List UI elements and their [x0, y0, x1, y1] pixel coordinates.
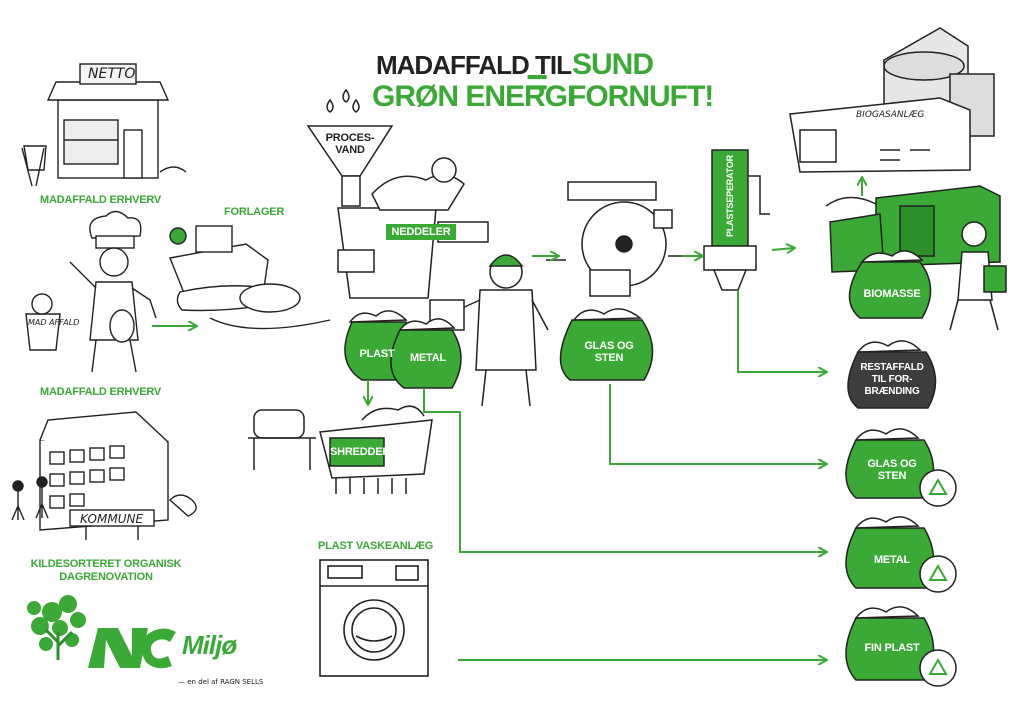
bin-text: MAD AFFALD	[28, 318, 80, 327]
washing-machine-illustration	[319, 559, 429, 677]
label-plast: PLAST	[359, 348, 395, 360]
label-madaffald-erhverv-shop: MADAFFALD ERHVERV	[40, 194, 162, 206]
netto-shop-illustration	[21, 63, 187, 187]
loader-illustration	[169, 225, 331, 330]
label-procesvand-1: PROCES-	[325, 132, 375, 144]
flow-arrows	[152, 178, 862, 660]
logo-brand-suffix: Miljø	[182, 630, 237, 660]
label-biomasse: BIOMASSE	[863, 288, 921, 300]
sack-glas-output	[845, 428, 957, 507]
headline-line-4: FORNUFT!	[568, 80, 714, 113]
label-neddeler: NEDDELER	[386, 224, 456, 240]
inspector-illustration	[949, 221, 1007, 331]
container-illustration	[825, 185, 1001, 273]
label-plast-vaskeanlaeg: PLAST VASKEANLÆG	[318, 540, 434, 552]
nc-miljo-logo	[27, 595, 176, 669]
label-shredder: SHREDDER	[330, 446, 391, 458]
label-restaffald-2: TIL FOR-	[871, 374, 913, 385]
worker-illustration	[429, 254, 549, 407]
label-metal: METAL	[409, 352, 447, 364]
arrow-to-glas	[609, 384, 826, 464]
label-metal-output: METAL	[873, 554, 911, 566]
label-restaffald-3: BRÆNDING	[864, 386, 920, 397]
label-glas-og-sten-1: GLAS OG	[584, 340, 634, 352]
label-procesvand-2: VAND	[335, 144, 365, 156]
label-kildesorteret-1: KILDESORTERET ORGANISK	[30, 558, 182, 570]
headline-line-3: SUND	[572, 48, 654, 81]
sack-fin-plast-output	[845, 606, 957, 687]
logo-tagline: — en del af RAGN SELLS	[178, 678, 264, 686]
arrow-to-metal	[423, 388, 826, 552]
neddeler-machine-illustration	[306, 88, 489, 299]
sack-restaffald	[847, 340, 937, 409]
shredder-illustration	[248, 405, 433, 494]
label-glas-output-1: GLAS OG	[867, 458, 917, 470]
label-plastseperator: PLASTSEPERATOR	[725, 155, 735, 237]
headline-equals: =	[526, 62, 548, 104]
label-restaffald-1: RESTAFFALD	[860, 362, 924, 373]
chef-illustration	[25, 210, 157, 373]
sack-biomasse	[848, 250, 932, 319]
arrow-to-restaffald	[737, 290, 826, 372]
label-glas-og-sten-2: STEN	[594, 352, 624, 364]
municipality-sign: KOMMUNE	[80, 512, 144, 526]
label-fin-plast-output: FIN PLAST	[864, 642, 920, 654]
label-forlager: FORLAGER	[224, 206, 285, 218]
separator-machine-illustration	[546, 181, 700, 297]
biogas-plant-illustration	[789, 27, 995, 173]
label-kildesorteret-2: DAGRENOVATION	[59, 571, 153, 583]
shop-sign: NETTO	[88, 66, 136, 82]
headline-line-2: GRØN ENERGI	[372, 80, 575, 113]
plastseperator-illustration	[703, 149, 770, 291]
label-biogasanlaeg: BIOGASANLÆG	[856, 110, 925, 120]
label-glas-output-2: STEN	[877, 470, 907, 482]
sack-glas-og-sten	[559, 308, 654, 381]
arrow-plastseperator-to-biogas	[771, 248, 794, 250]
headline-line-1: MADAFFALD TIL	[376, 50, 572, 80]
municipality-building-illustration	[11, 411, 197, 540]
sack-metal-output	[845, 516, 957, 593]
sack-metal	[390, 318, 462, 389]
label-madaffald-erhverv-chef: MADAFFALD ERHVERV	[40, 386, 162, 398]
recycle-icon	[928, 477, 948, 675]
